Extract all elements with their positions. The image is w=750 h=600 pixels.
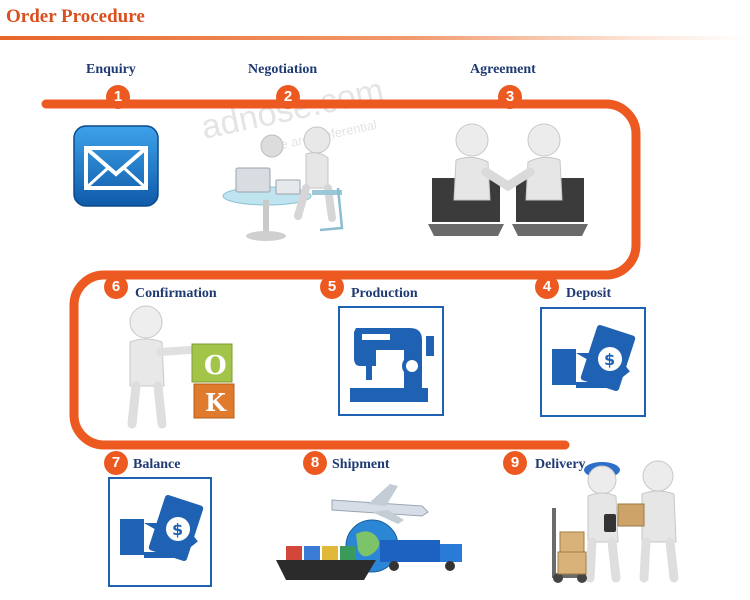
sewing-machine-icon [350, 328, 434, 402]
ok-letter-o: O [204, 351, 227, 381]
step-6-badge: 6 [104, 275, 128, 299]
page-title: Order Procedure [6, 6, 145, 27]
step-2-badge: 2 [276, 85, 300, 109]
step-2-label: Negotiation [248, 62, 318, 77]
header-divider [0, 36, 750, 40]
step-5-label: Production [351, 286, 418, 301]
step-1-label: Enquiry [86, 62, 136, 77]
step-8-badge: 8 [303, 451, 327, 475]
envelope-icon [73, 125, 159, 207]
step-3-badge: 3 [498, 85, 522, 109]
courier-delivery-icon [552, 460, 679, 583]
step-6-label: Confirmation [135, 286, 217, 301]
step-9-badge: 9 [503, 451, 527, 475]
step-4-badge: 4 [535, 275, 559, 299]
step-7-label: Balance [133, 457, 181, 472]
step-3-label: Agreement [470, 62, 536, 77]
step-4-label: Deposit [566, 286, 612, 301]
step-8-label: Shipment [332, 457, 390, 472]
payment-hand-icon: $ [552, 325, 636, 391]
balance-icon-box: $ [108, 477, 212, 587]
payment-hand-icon: $ [120, 495, 204, 561]
plane-ship-truck-icon [276, 484, 462, 580]
ok-blocks-figure-icon: O K [127, 305, 235, 429]
deposit-icon-box: $ [540, 307, 646, 417]
step-5-badge: 5 [320, 275, 344, 299]
step-1-badge: 1 [106, 85, 130, 109]
production-icon-box [338, 306, 444, 416]
dollar-symbol: $ [604, 350, 615, 369]
ok-letter-k: K [205, 388, 227, 417]
handshake-laptops-icon [428, 123, 588, 236]
meeting-figures-icon [222, 126, 344, 241]
step-9-label: Delivery [535, 457, 586, 472]
dollar-symbol: $ [172, 520, 183, 539]
step-7-badge: 7 [104, 451, 128, 475]
